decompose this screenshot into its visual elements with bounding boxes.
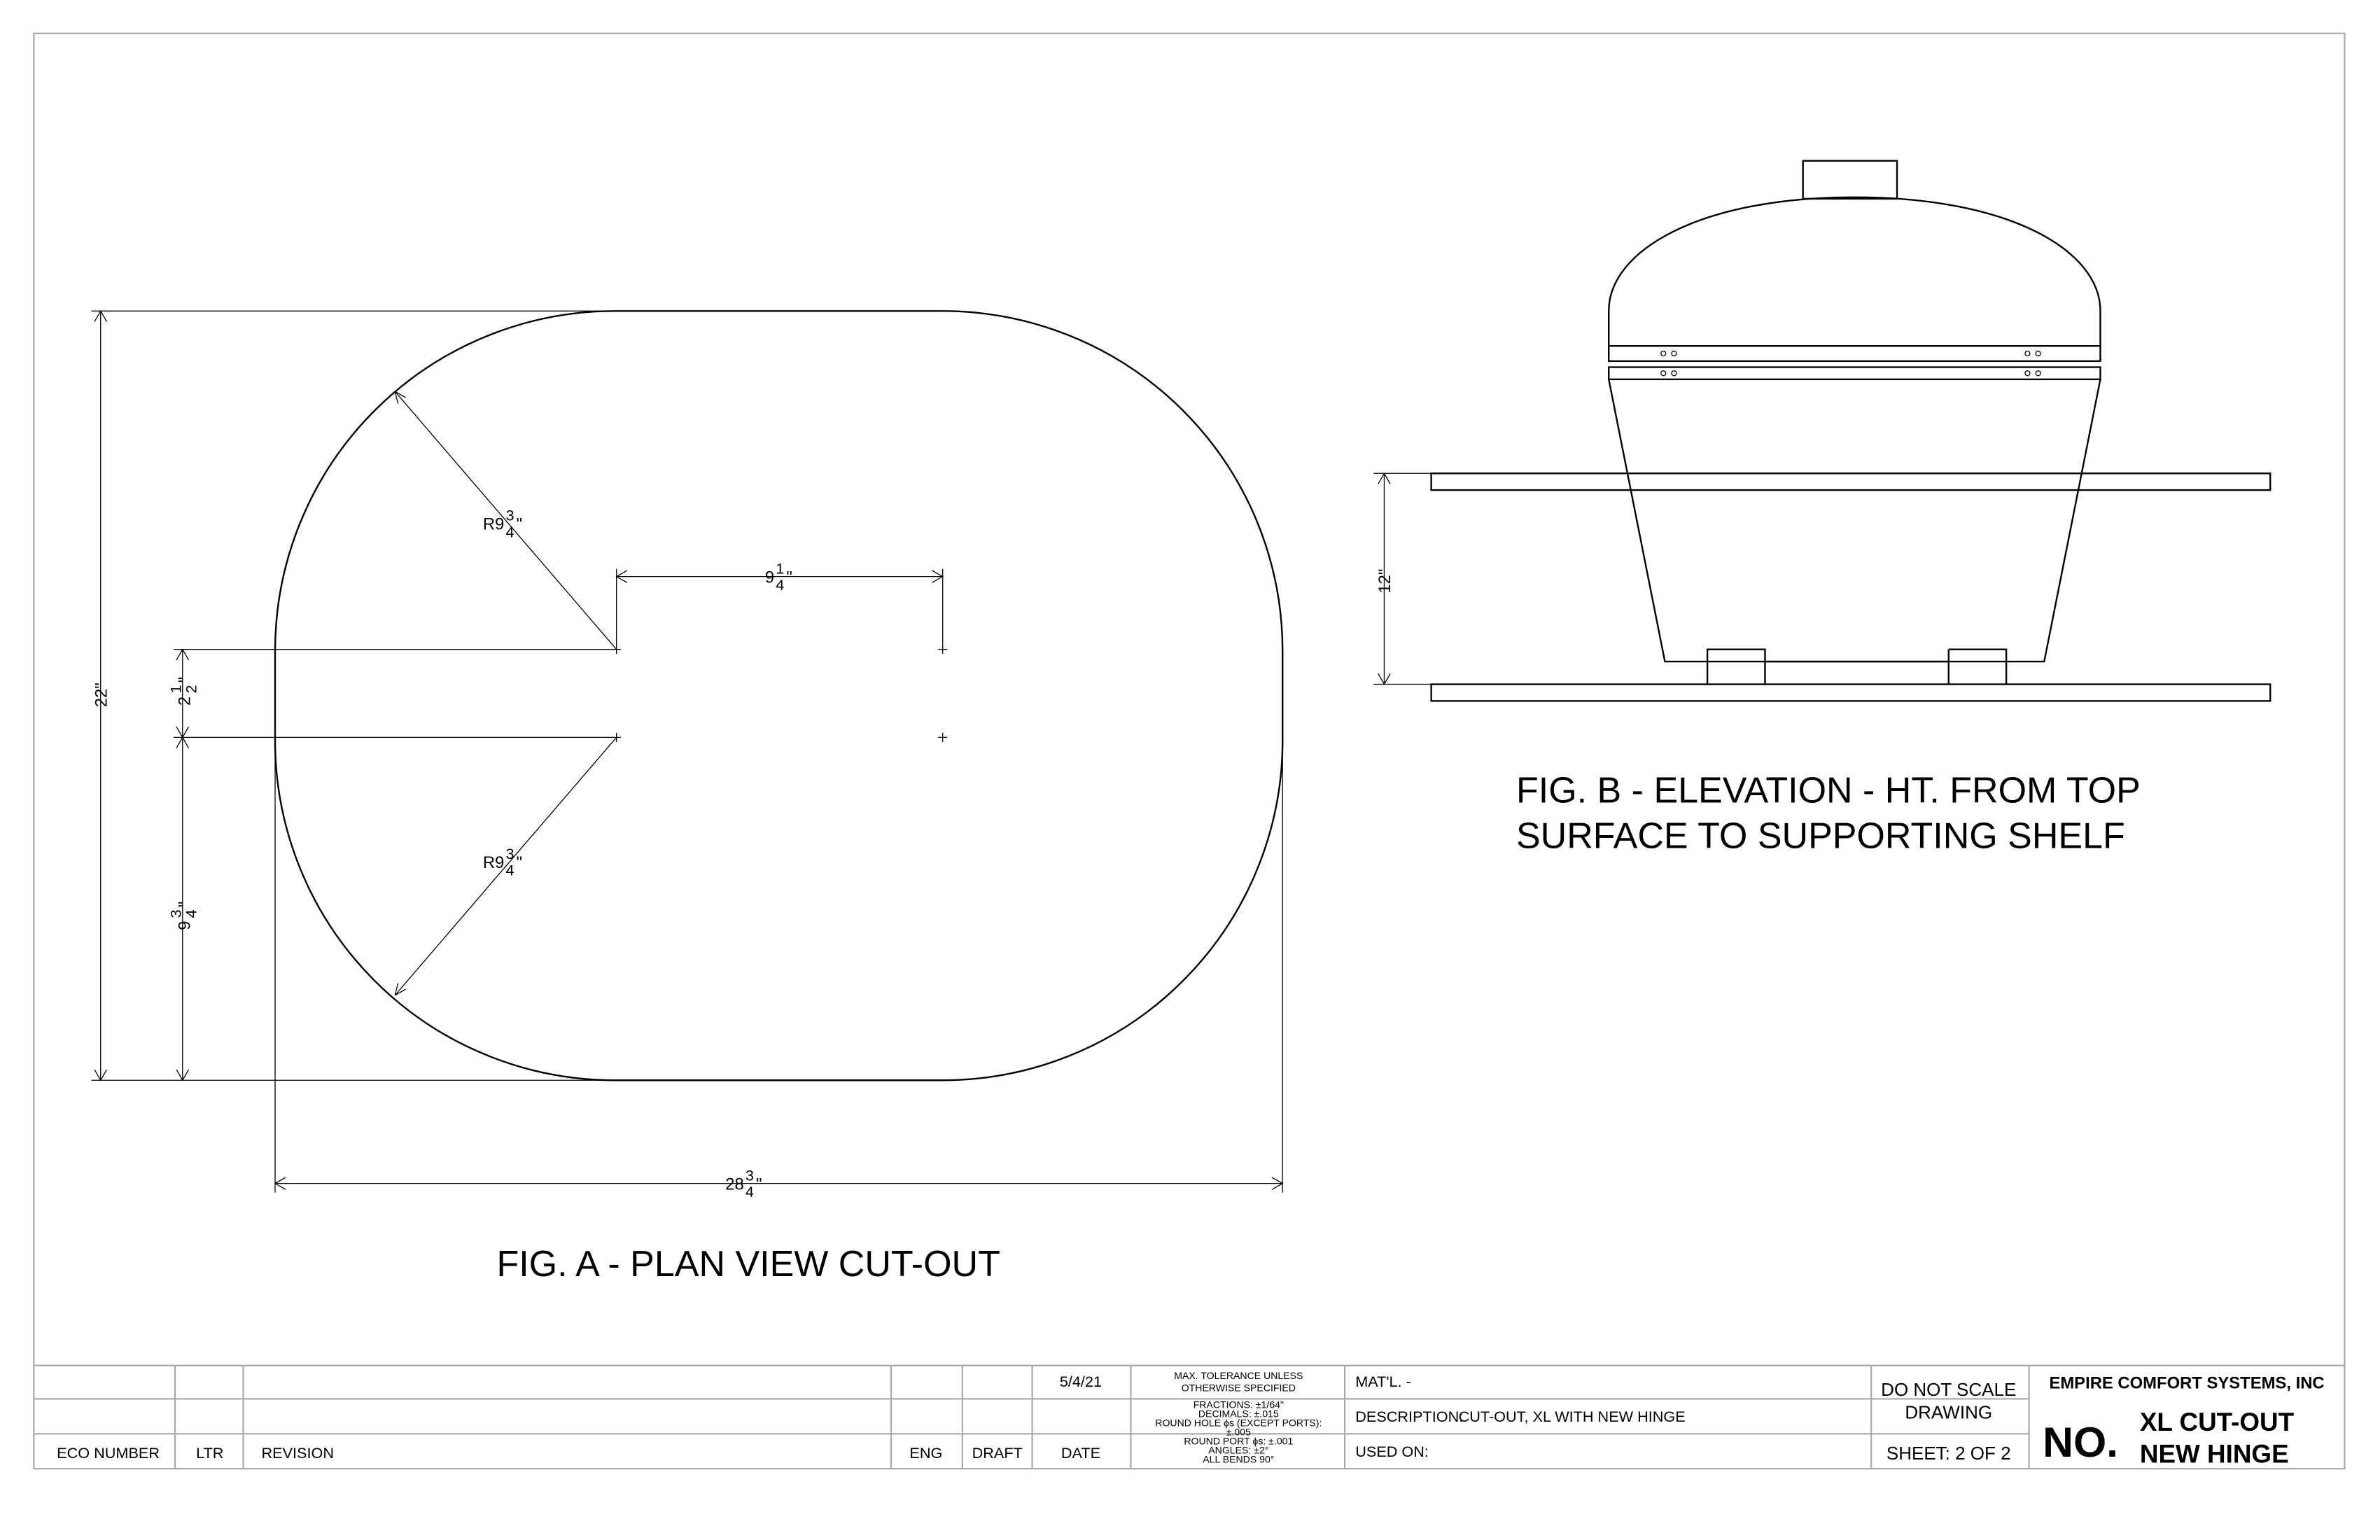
- do-not-scale-2: DRAWING: [1905, 1402, 1992, 1423]
- svg-text:12": 12": [1376, 569, 1394, 594]
- svg-text:3: 3: [746, 1166, 754, 1184]
- company-name: EMPIRE COMFORT SYSTEMS, INC: [2049, 1373, 2324, 1392]
- date-value: 5/4/21: [1060, 1373, 1102, 1390]
- col-eco-number: ECO NUMBER: [57, 1444, 160, 1462]
- supporting-shelf: [1430, 683, 2272, 702]
- col-date: DATE: [1061, 1444, 1100, 1462]
- dim-radius-bottom: R9 3 4 ": [483, 845, 522, 879]
- tolerance-line: ANGLES: ±2°: [1208, 1444, 1268, 1455]
- top-surface: [1430, 472, 2272, 491]
- dim-radius-top: R9 3 4 ": [483, 506, 522, 540]
- svg-text:": ": [786, 568, 792, 587]
- tolerance-header-2: OTHERWISE SPECIFIED: [1182, 1382, 1296, 1394]
- svg-text:R9: R9: [483, 853, 504, 872]
- dim-overall-height: 22": [92, 682, 111, 707]
- tolerance-header-1: MAX. TOLERANCE UNLESS: [1174, 1370, 1303, 1381]
- svg-text:2: 2: [182, 685, 200, 693]
- svg-text:": ": [176, 902, 195, 907]
- svg-text:": ": [756, 1175, 762, 1194]
- svg-text:9: 9: [765, 568, 774, 587]
- svg-text:3: 3: [505, 845, 514, 862]
- grill-dome: [1608, 196, 2101, 346]
- description-label: DESCRIPTION:: [1355, 1408, 1463, 1425]
- svg-text:4: 4: [505, 523, 514, 540]
- grill-body: [1608, 379, 2101, 663]
- dim-width: 28 3 4 ": [725, 1166, 762, 1200]
- part-number-line2: NEW HINGE: [2140, 1439, 2289, 1468]
- dim-height: 12": [1376, 569, 1394, 594]
- grill-base: [1706, 648, 2008, 685]
- tolerance-line: FRACTIONS: ±1/64": [1194, 1399, 1284, 1410]
- col-eng: ENG: [909, 1444, 942, 1462]
- grill-chimney: [1802, 160, 1898, 200]
- svg-text:28: 28: [725, 1175, 744, 1194]
- dim-lower-offset: 9 3 4 ": [167, 902, 200, 930]
- center-marks: [612, 645, 948, 742]
- tolerance-line: ROUND PORT ϕs: ±.001: [1184, 1435, 1293, 1446]
- fig-b-elevation: 12" FIG. B - ELEVATION - HT. FROM TOP SU…: [1373, 160, 2272, 857]
- col-draft: DRAFT: [972, 1444, 1023, 1462]
- svg-text:3: 3: [167, 909, 185, 918]
- material: MAT'L. -: [1355, 1373, 1411, 1390]
- svg-text:2: 2: [176, 696, 195, 706]
- sheet-number: SHEET: 2 OF 2: [1886, 1443, 2011, 1464]
- no-label: NO.: [2043, 1418, 2118, 1466]
- part-number-line1: XL CUT-OUT: [2140, 1408, 2295, 1436]
- svg-text:3: 3: [505, 506, 514, 524]
- svg-text:": ": [176, 677, 195, 682]
- grill-band-lower: [1608, 366, 2101, 381]
- svg-text:": ": [517, 514, 522, 533]
- cutout-outline: [274, 310, 1284, 1082]
- fig-b-caption-line2: SURFACE TO SUPPORTING SHELF: [1516, 816, 2125, 857]
- used-on: USED ON:: [1355, 1443, 1429, 1460]
- fig-a-caption: FIG. A - PLAN VIEW CUT-OUT: [496, 1244, 1000, 1284]
- grill-band-upper: [1608, 344, 2101, 363]
- do-not-scale-1: DO NOT SCALE: [1881, 1379, 2016, 1400]
- description: CUT-OUT, XL WITH NEW HINGE: [1459, 1408, 1686, 1425]
- hinge-bolts: [1660, 350, 2041, 377]
- svg-text:9: 9: [176, 921, 195, 930]
- svg-text:4: 4: [746, 1183, 754, 1200]
- svg-text:4: 4: [182, 909, 200, 918]
- svg-text:4: 4: [776, 576, 784, 594]
- svg-text:1: 1: [776, 559, 784, 577]
- svg-text:4: 4: [505, 862, 514, 879]
- tolerance-line: ±.005: [1226, 1426, 1251, 1437]
- svg-text:22": 22": [92, 682, 111, 707]
- tolerance-line: ALL BENDS 90°: [1203, 1453, 1274, 1464]
- tolerance-line: ROUND HOLE ϕs (EXCEPT PORTS):: [1155, 1417, 1322, 1428]
- fig-b-caption-line1: FIG. B - ELEVATION - HT. FROM TOP: [1516, 771, 2141, 811]
- col-ltr: LTR: [196, 1444, 223, 1462]
- dim-center-spacing-v: 2 1 2 ": [167, 677, 200, 706]
- title-block: ECO NUMBER LTR REVISION ENG DRAFT DATE 5…: [34, 1364, 2345, 1469]
- tolerance-line: DECIMALS: ±.015: [1198, 1408, 1279, 1419]
- sheet-border: [33, 32, 2346, 1470]
- svg-text:R9: R9: [483, 514, 504, 533]
- svg-text:": ": [517, 853, 522, 872]
- svg-text:1: 1: [167, 685, 185, 693]
- col-revision: REVISION: [261, 1444, 334, 1462]
- fig-a-plan-view: 22" 2 1 2 " 9 3 4 " 28 3 4 " 9 1 4: [91, 310, 1284, 1284]
- dim-center-spacing-h: 9 1 4 ": [765, 559, 792, 594]
